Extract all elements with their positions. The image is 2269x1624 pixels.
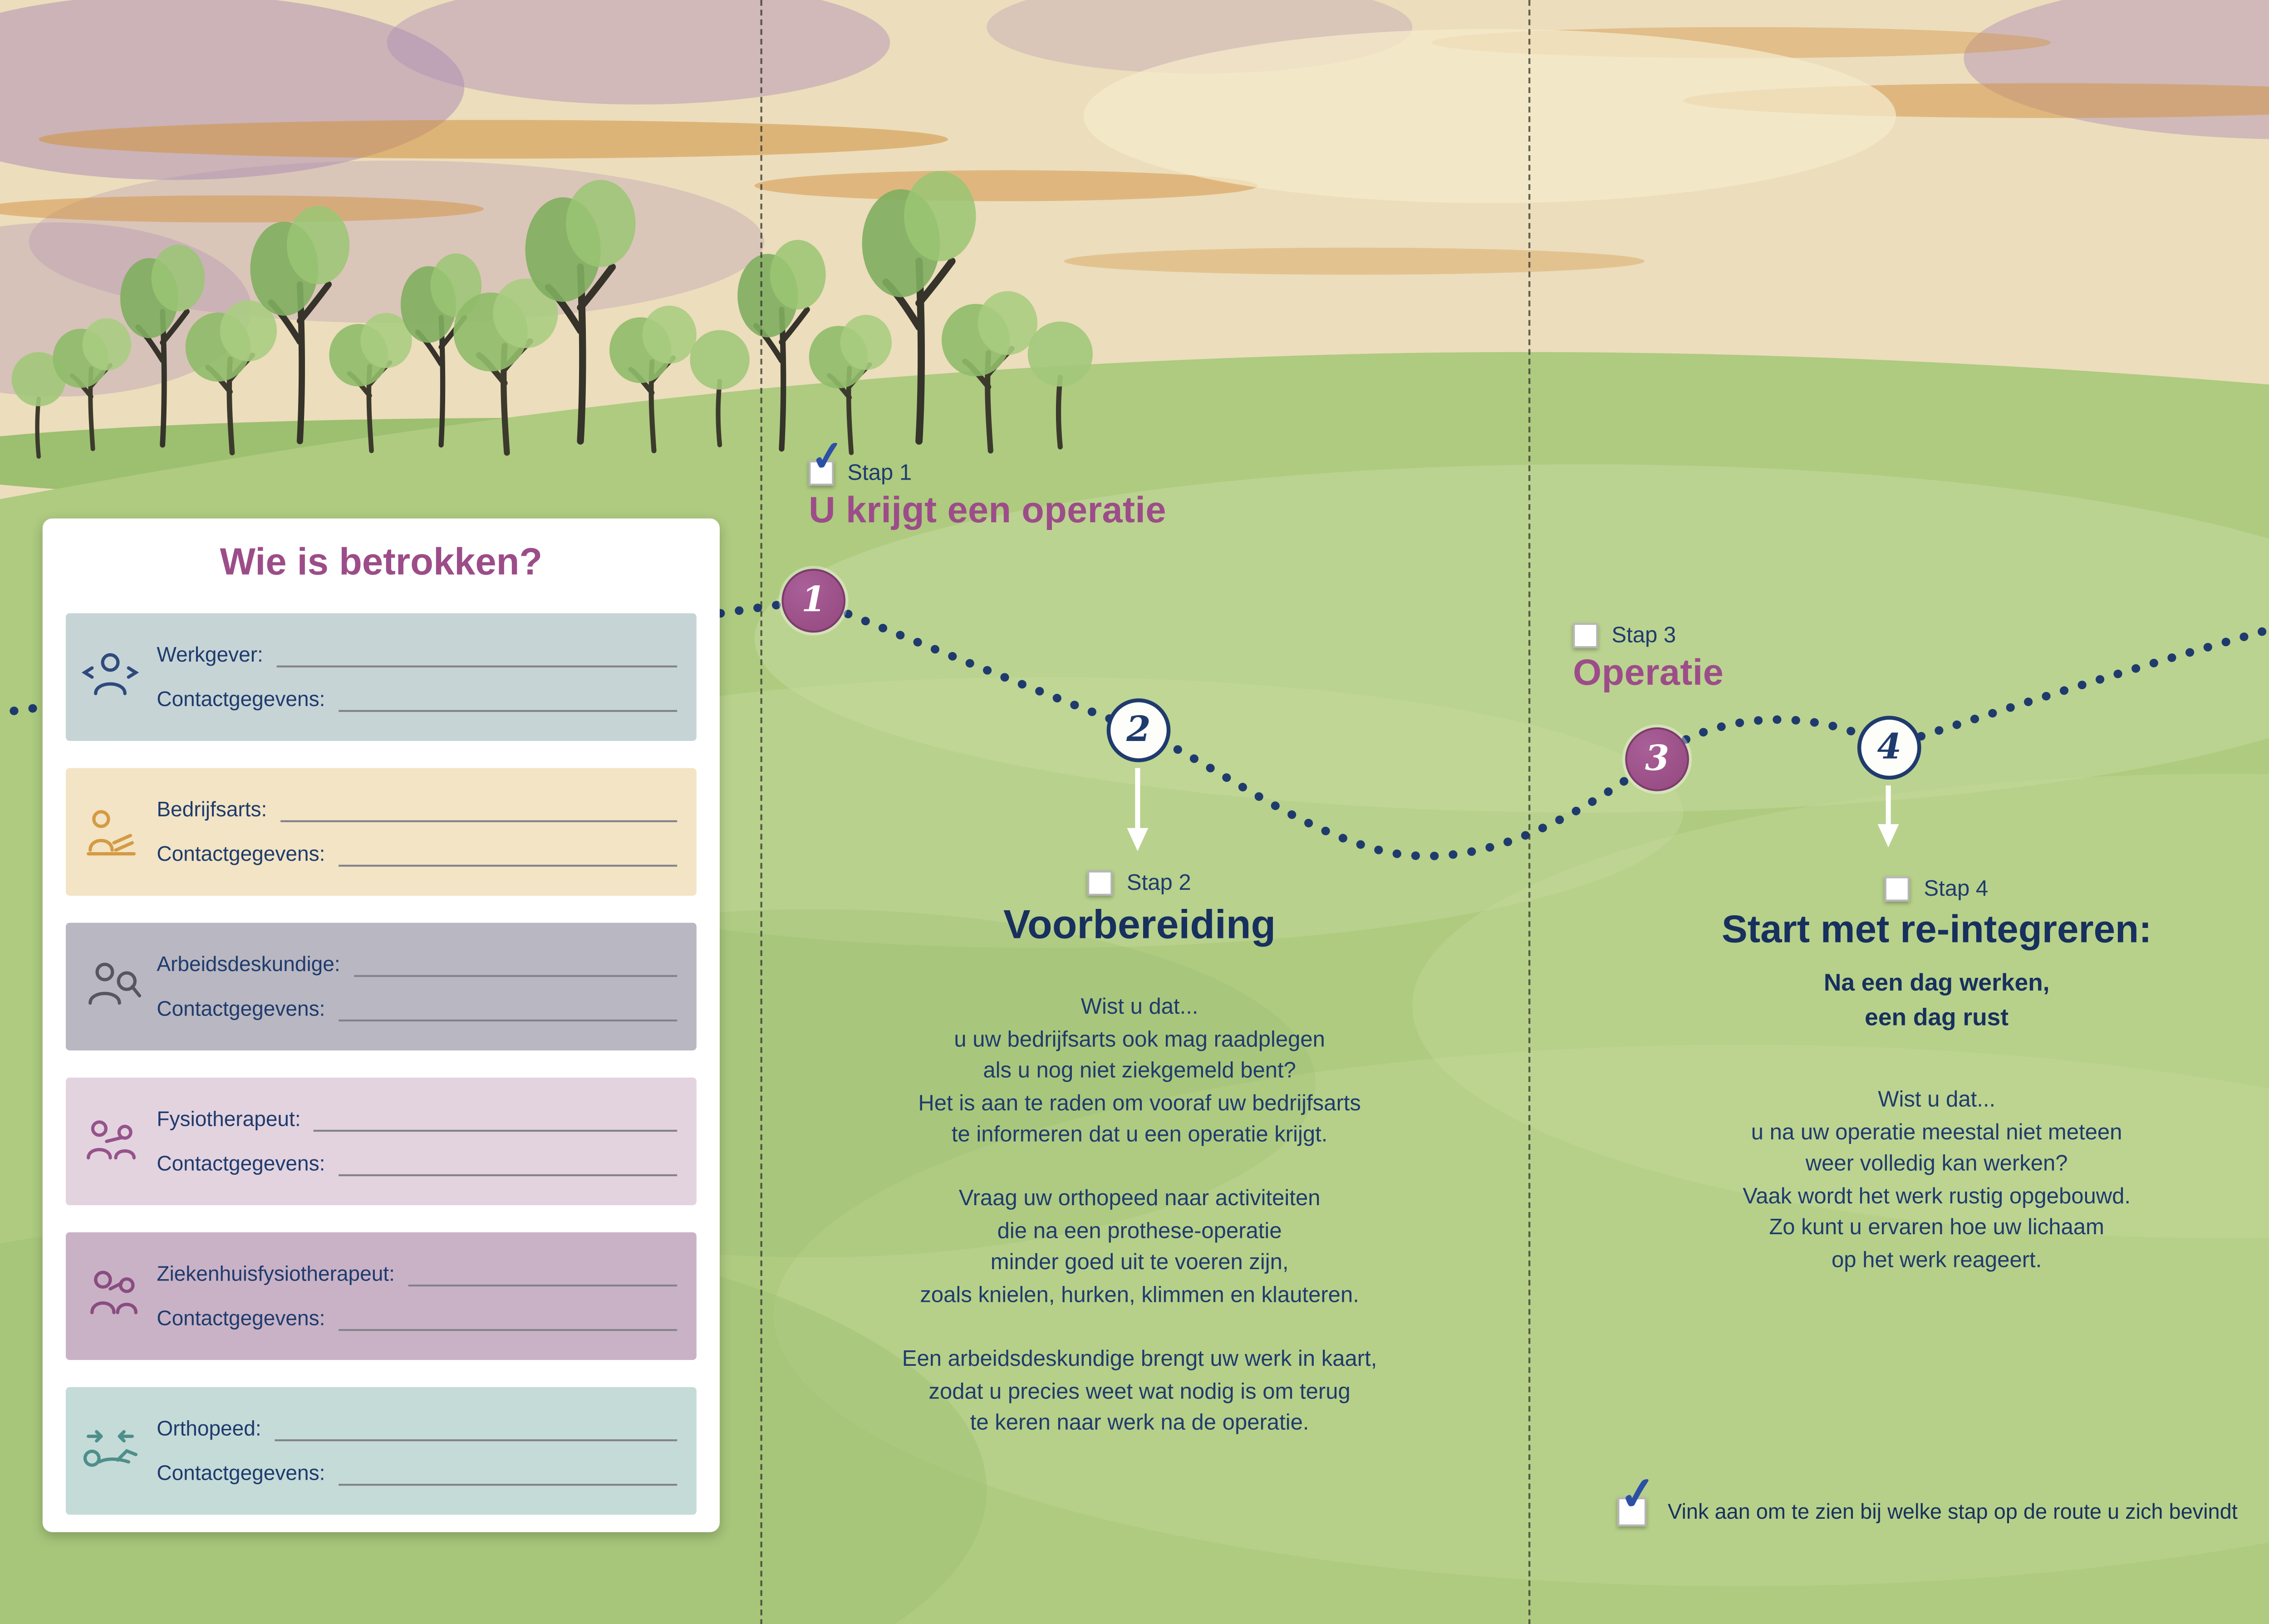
- step-4-checkbox[interactable]: [1885, 876, 1910, 902]
- ziekenhuisfysiotherapeut-icon: [90, 1271, 138, 1315]
- step-4-number: 4: [1877, 727, 1901, 768]
- contact-writein-line: [339, 1156, 678, 1176]
- who-panel: Wie is betrokken? Werkgever: Contactgege…: [42, 518, 720, 1532]
- contact-writein-line: [408, 1266, 678, 1286]
- down-arrow-step4: [1877, 785, 1899, 848]
- step-1-marker: 1: [781, 569, 846, 633]
- step-4-label: Stap 4: [1924, 877, 1989, 901]
- contact-writein-line: [339, 1310, 678, 1330]
- contact-writein-line: [276, 647, 678, 667]
- contact-writein-line: [280, 802, 678, 821]
- contact-label: Orthopeed:: [157, 1417, 261, 1441]
- contact-row-arbeidsdeskundige: Arbeidsdeskundige: Contactgegevens:: [65, 922, 697, 1051]
- bedrijfsarts-icon: [87, 810, 136, 856]
- contactgegevens-label: Contactgegevens:: [157, 687, 325, 711]
- contact-label: Werkgever:: [157, 643, 263, 667]
- step-2-title: Voorbereiding: [1003, 903, 1276, 948]
- contact-row-bedrijfsarts: Bedrijfsarts: Contactgegevens:: [65, 768, 697, 896]
- checkmark-icon: ✓: [808, 433, 847, 481]
- contact-writein-line: [339, 1001, 678, 1021]
- contact-writein-line: [314, 1111, 678, 1131]
- step-3-checkbox[interactable]: [1573, 623, 1598, 648]
- step-3-title: Operatie: [1573, 654, 1724, 695]
- step-3-number: 3: [1645, 739, 1670, 780]
- legend-text: Vink aan om te zien bij welke stap op de…: [1668, 1500, 2238, 1524]
- contact-writein-line: [339, 846, 678, 866]
- fold-line-2: [1528, 0, 1531, 1624]
- contact-label: Arbeidsdeskundige:: [157, 952, 340, 976]
- legend-checkbox[interactable]: ✓: [1617, 1467, 1659, 1526]
- step-2-marker: 2: [1106, 698, 1171, 762]
- step-2-block: Stap 2 Voorbereiding Wist u dat... u uw …: [845, 870, 1434, 1441]
- orthopeed-icon: [83, 1430, 138, 1467]
- fold-line-1: [760, 0, 762, 1624]
- fysiotherapeut-icon: [87, 1120, 136, 1160]
- step-1-label: Stap 1: [847, 461, 912, 485]
- contactgegevens-label: Contactgegevens:: [157, 1152, 325, 1176]
- werkgever-icon: [81, 653, 139, 696]
- step-2-checkbox[interactable]: [1088, 870, 1114, 896]
- down-arrow-step2: [1127, 768, 1149, 851]
- step-4-title: Start met re-integreren:: [1721, 909, 2152, 952]
- arbeidsdeskundige-icon: [88, 962, 142, 1005]
- contactgegevens-label: Contactgegevens:: [157, 842, 325, 866]
- contact-row-werkgever: Werkgever: Contactgegevens:: [65, 613, 697, 741]
- contactgegevens-label: Contactgegevens:: [157, 1461, 325, 1485]
- route-legend: ✓ Vink aan om te zien bij welke stap op …: [1617, 1467, 2238, 1526]
- step-2-body: Wist u dat... u uw bedrijfsarts ook mag …: [902, 996, 1377, 1436]
- step-1-block: ✓ Stap 1 U krijgt een operatie: [808, 434, 1273, 534]
- contactgegevens-label: Contactgegevens:: [157, 1306, 325, 1330]
- contact-row-fysiotherapeut: Fysiotherapeut: Contactgegevens:: [65, 1077, 697, 1206]
- step-2-label: Stap 2: [1126, 871, 1191, 895]
- step-4-body: Wist u dat... u na uw operatie meestal n…: [1743, 1089, 2131, 1273]
- contact-writein-line: [339, 1466, 678, 1485]
- contact-writein-line: [354, 957, 678, 976]
- step-4-marker: 4: [1857, 716, 1921, 780]
- contact-writein-line: [339, 692, 678, 711]
- step-1-number: 1: [801, 580, 826, 621]
- contact-writein-line: [275, 1421, 678, 1441]
- step-3-block: Stap 3 Operatie: [1573, 623, 1979, 697]
- who-panel-title: Wie is betrokken?: [220, 541, 543, 584]
- contact-row-ziekenhuisfysiotherapeut: Ziekenhuisfysiotherapeut: Contactgegeven…: [65, 1232, 697, 1360]
- step-3-marker: 3: [1625, 727, 1689, 791]
- step-3-label: Stap 3: [1611, 623, 1676, 648]
- contact-label: Ziekenhuisfysiotherapeut:: [157, 1262, 395, 1286]
- step-2-number: 2: [1126, 710, 1151, 751]
- contactgegevens-label: Contactgegevens:: [157, 997, 325, 1021]
- step-1-title: U krijgt een operatie: [809, 491, 1166, 532]
- checkmark-icon: ✓: [1616, 1466, 1660, 1521]
- contact-row-orthopeed: Orthopeed: Contactgegevens:: [65, 1387, 697, 1515]
- contact-label: Fysiotherapeut:: [157, 1107, 301, 1131]
- step-1-checkbox[interactable]: ✓: [808, 434, 847, 486]
- step-4-subtitle: Na een dag werken, een dag rust: [1823, 969, 2050, 1030]
- step-4-block: Stap 4 Start met re-integreren: Na een d…: [1640, 876, 2233, 1277]
- contact-label: Bedrijfsarts:: [157, 798, 267, 821]
